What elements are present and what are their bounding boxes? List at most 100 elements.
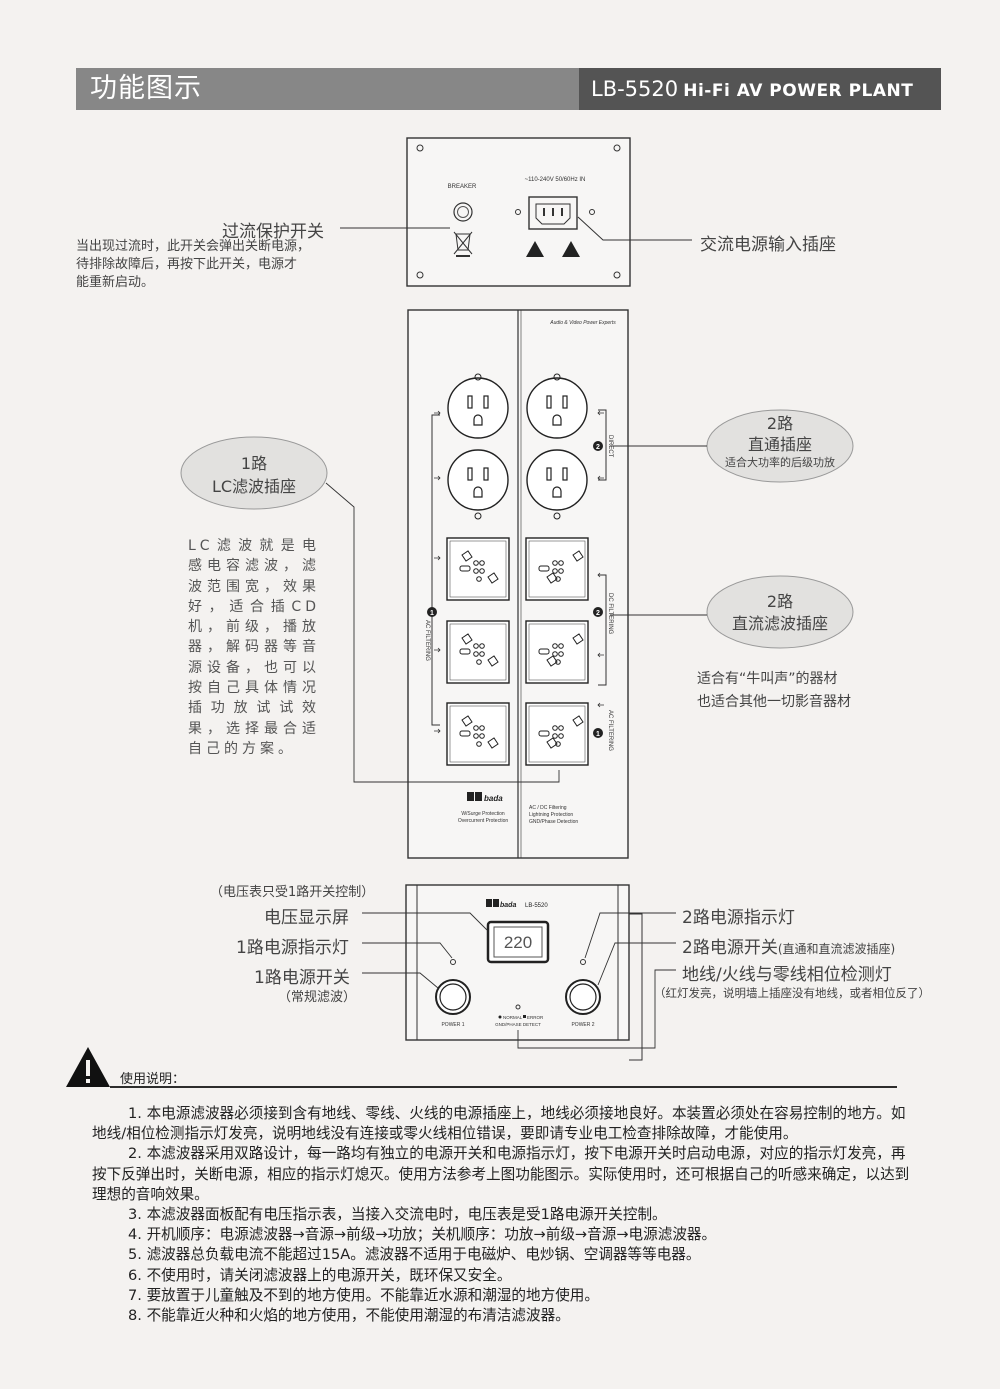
dc-description: 适合有“牛叫声”的器材 也适合其他一切影音器材 xyxy=(697,671,851,710)
svg-text:1: 1 xyxy=(430,610,434,617)
product-title: LB-5520 Hi-Fi AV POWER PLANT xyxy=(579,68,941,110)
instruction-item: 7. 要放置于儿童触及不到的地方使用。不能靠近水源和潮湿的地方使用。 xyxy=(128,1286,599,1304)
arrow-tick-icon xyxy=(434,410,441,416)
screw-icon xyxy=(416,144,424,152)
instructions-title: 使用说明： xyxy=(120,1072,186,1087)
brand-tagline: Audio & Video Power Experts xyxy=(549,320,616,326)
model-name: LB-5520 xyxy=(591,77,679,101)
weee-bin-icon xyxy=(453,231,473,257)
us-outlet[interactable] xyxy=(447,377,509,439)
arrow-tick-icon xyxy=(434,475,441,481)
warning-icon xyxy=(66,1047,110,1087)
universal-outlet[interactable] xyxy=(525,702,589,766)
inlet-callout: 交流电源输入插座 xyxy=(700,235,836,255)
product-subtitle: Hi-Fi AV POWER PLANT xyxy=(683,81,914,101)
bada-logo: bada xyxy=(467,792,503,803)
ac-filtering-label-right: AC FILTERING xyxy=(607,710,613,751)
svg-text:1: 1 xyxy=(596,731,600,738)
universal-outlet[interactable] xyxy=(446,620,510,684)
voltage-display-callout: 电压显示屏 xyxy=(264,908,349,928)
arrow-tick-icon xyxy=(434,555,441,561)
outlet-panel: Audio & Video Power Experts 1 AC FILTERI… xyxy=(407,309,629,859)
svg-text:bada: bada xyxy=(500,902,516,909)
ground-marker-icon xyxy=(553,373,561,381)
switch-1-callout: 1路电源开关 xyxy=(254,968,350,988)
ac-filtering-label: AC FILTERING xyxy=(424,620,430,661)
gnd-phase-label: GND/PHASE DETECT xyxy=(495,1022,541,1027)
ground-marker-icon xyxy=(474,373,482,381)
breaker-button[interactable] xyxy=(453,202,473,222)
voltage-display: 220 xyxy=(486,920,550,964)
switch-2-callout: 2路电源开关(直通和直流滤波插座) xyxy=(682,938,896,958)
power-2-indicator xyxy=(580,959,586,965)
svg-text:LB-5520: LB-5520 xyxy=(525,903,548,909)
voltmeter-note: （电压表只受1路开关控制） xyxy=(210,885,375,900)
dc-bubble xyxy=(706,575,854,649)
switch-1-note: （常规滤波） xyxy=(278,990,357,1005)
arrow-tick-icon xyxy=(597,652,604,658)
instruction-item: 3. 本滤波器面板配有电压指示表，当接入交流电时，电压表是受1路电源开关控制。 xyxy=(128,1206,667,1224)
us-outlet[interactable] xyxy=(526,449,588,511)
number-badge xyxy=(593,728,603,738)
screw-icon xyxy=(613,144,621,152)
power-1-label: POWER 1 xyxy=(441,1022,464,1028)
lc-callout-line xyxy=(325,482,560,783)
arrow-tick-icon xyxy=(434,647,441,653)
rear-panel: BREAKER ~110-240V 50/60Hz IN xyxy=(406,137,631,287)
input-spec-label: ~110-240V 50/60Hz IN xyxy=(525,177,586,183)
normal-label: NORMAL xyxy=(503,1015,523,1020)
normal-dot xyxy=(498,1015,502,1019)
number-badge xyxy=(593,441,603,451)
breaker-callout: 过流保护开关 xyxy=(222,222,324,242)
universal-outlet[interactable] xyxy=(446,702,510,766)
voltage-value: 220 xyxy=(504,933,532,952)
arrow-tick-icon xyxy=(597,702,604,708)
direct-bubble-text: 2路 直通插座 适合大功率的后级功放 xyxy=(725,414,835,469)
ac-filtering-1-label: 1 AC FILTERING xyxy=(424,607,437,661)
lc-bubble xyxy=(180,436,328,510)
indicator-2-callout: 2路电源指示灯 xyxy=(682,908,795,928)
ground-marker-icon xyxy=(474,512,482,520)
indicator-1-callout: 1路电源指示灯 xyxy=(236,938,349,958)
breaker-description: 当出现过流时，此开关会弹出关断电源， 待排除故障后，再按下此开关，电源才 能重新… xyxy=(76,239,311,290)
breaker-label: BREAKER xyxy=(448,184,477,190)
number-badge xyxy=(427,607,437,617)
instruction-item: 2. 本滤波器采用双路设计，每一路均有独立的电源开关和电源指示灯，按下电源开关时… xyxy=(92,1145,910,1203)
error-square xyxy=(523,1015,526,1018)
instruction-item: 4. 开机顺序：电源滤波器→音源→前级→功放；关机顺序：功放→前级→音源→电源滤… xyxy=(128,1226,717,1244)
detect-indicator xyxy=(515,1004,521,1010)
error-label: ERROR xyxy=(527,1015,544,1020)
instruction-item: 1. 本电源滤波器必须接到含有地线、零线、火线的电源插座上，地线必须接地良好。本… xyxy=(92,1105,906,1143)
feature-text: W/Surge Protection xyxy=(461,811,505,817)
instruction-item: 8. 不能靠近火种和火焰的地方使用，不能使用潮湿的布清洁滤波器。 xyxy=(128,1307,570,1325)
arrow-tick-icon xyxy=(597,410,604,416)
power-1-indicator xyxy=(450,959,456,965)
universal-outlet[interactable] xyxy=(525,620,589,684)
screw-icon xyxy=(589,209,595,215)
number-badge xyxy=(593,607,603,617)
feature-text: Overcurrent Protection xyxy=(458,818,509,824)
svg-text:2: 2 xyxy=(596,610,600,617)
svg-text:bada: bada xyxy=(484,794,503,803)
callout-line xyxy=(577,216,692,241)
detect-callout: 地线/火线与零线相位检测灯 xyxy=(682,965,892,985)
power-2-button[interactable] xyxy=(565,979,601,1015)
power-1-button[interactable] xyxy=(435,979,471,1015)
us-outlet[interactable] xyxy=(526,377,588,439)
warning-triangle-icon xyxy=(562,241,580,257)
screw-icon xyxy=(613,271,621,279)
us-outlet[interactable] xyxy=(447,449,509,511)
arrow-tick-icon xyxy=(597,475,604,481)
power-2-label: POWER 2 xyxy=(571,1022,594,1028)
ground-marker-icon xyxy=(553,512,561,520)
iec-inlet[interactable] xyxy=(528,196,578,230)
universal-outlet[interactable] xyxy=(446,537,510,601)
screw-icon xyxy=(416,271,424,279)
arrow-tick-icon xyxy=(434,728,441,734)
feature-text: GND/Phase Detection xyxy=(529,819,578,825)
universal-outlet[interactable] xyxy=(525,537,589,601)
instruction-item: 5. 滤波器总负载电流不能超过15A。滤波器不适用于电磁炉、电炒锅、空调器等等电… xyxy=(128,1246,701,1264)
detect-note: （红灯发亮，说明墙上插座没有地线，或者相位反了） xyxy=(654,986,930,1000)
instruction-item: 6. 不使用时，请关闭滤波器上的电源开关，既环保又安全。 xyxy=(128,1266,512,1284)
